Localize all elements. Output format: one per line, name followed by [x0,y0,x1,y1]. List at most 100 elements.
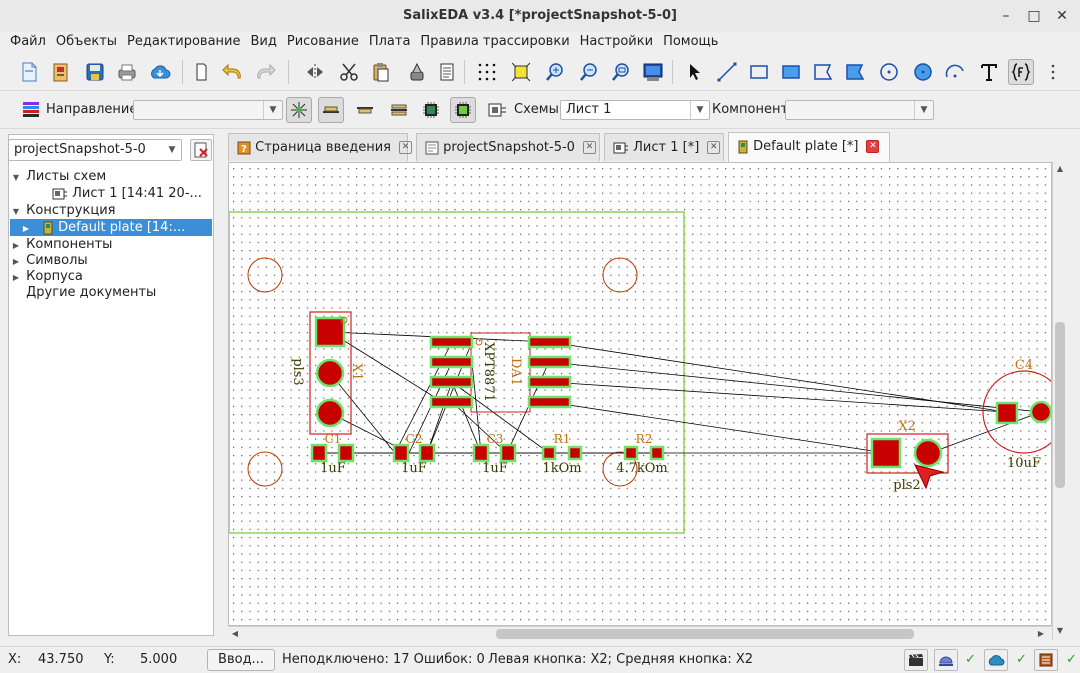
tree-item-construction[interactable]: ▼ Конструкция [10,202,116,219]
collapsed-arrow-icon[interactable]: ▶ [12,257,20,266]
menu-draw[interactable]: Рисование [286,34,359,49]
pad[interactable] [418,443,436,463]
tab-sheet-1[interactable]: Лист 1 [*]✕ [604,133,724,161]
project-select[interactable]: projectSnapshot-5-0▼ [8,139,182,161]
horizontal-scrollbar[interactable]: ◀ ▶ [228,626,1052,641]
direction-select[interactable]: ▼ [133,100,283,120]
tab-default-plate[interactable]: Default plate [*]✕ [728,132,890,163]
component-c3[interactable]: C3 1uF [472,432,517,476]
pad[interactable] [995,401,1019,425]
save-icon[interactable] [82,59,108,85]
pad[interactable] [472,443,490,463]
component-da1[interactable]: XPT8871 DA1 [429,332,572,413]
close-project-button[interactable] [190,139,212,161]
pad[interactable] [429,335,474,349]
tab-intro-page[interactable]: ? Страница введения✕ [228,133,412,161]
scroll-up-icon[interactable]: ▲ [1056,164,1064,173]
component-r2[interactable]: R2 4.7kOm [616,432,668,476]
filled-circle-icon[interactable] [910,59,936,85]
undo-icon[interactable] [220,59,246,85]
scroll-left-icon[interactable]: ◀ [231,629,239,638]
horizontal-scroll-thumb[interactable] [496,629,914,639]
circle-icon[interactable] [876,59,902,85]
cut-icon[interactable] [336,59,362,85]
pcb-canvas[interactable]: X1 pls3 XPT8871 DA1 C1 1 [228,162,1052,626]
properties-icon[interactable] [434,59,460,85]
screen-icon[interactable] [640,59,666,85]
minimize-button[interactable]: – [1002,8,1010,24]
bottom-layer-icon[interactable] [352,97,378,123]
pad[interactable] [913,438,943,468]
pad[interactable] [337,443,355,463]
scheme-link-icon[interactable] [484,97,510,123]
tree-item-sheets[interactable]: ▼ Листы схем [10,168,106,185]
collapsed-arrow-icon[interactable]: ▶ [22,224,30,233]
pad[interactable] [527,395,572,409]
blank-page-icon[interactable] [188,59,214,85]
top-layer-icon[interactable] [318,97,344,123]
close-window-button[interactable]: ✕ [1056,8,1068,24]
pad[interactable] [314,316,346,348]
brush-icon[interactable] [404,59,430,85]
component-x2[interactable]: X2 pls2 [866,419,949,493]
both-layers-icon[interactable] [386,97,412,123]
expand-arrow-icon[interactable]: ▼ [12,173,20,182]
filled-polygon-icon[interactable] [842,59,868,85]
pad[interactable] [310,443,328,463]
paste-icon[interactable] [368,59,394,85]
open-project-icon[interactable] [48,59,74,85]
menu-file[interactable]: Файл [10,34,46,49]
menu-help[interactable]: Помощь [663,34,719,49]
pad[interactable] [429,395,474,409]
vertical-scroll-thumb[interactable] [1055,322,1065,488]
polygon-icon[interactable] [810,59,836,85]
rectangle-icon[interactable] [746,59,772,85]
expand-arrow-icon[interactable]: ▼ [12,207,20,216]
print-icon[interactable] [114,59,140,85]
menu-settings[interactable]: Настройки [579,34,654,49]
mounting-hole[interactable] [602,451,638,487]
pins-icon[interactable] [286,97,312,123]
scroll-right-icon[interactable]: ▶ [1037,629,1045,638]
menu-view[interactable]: Вид [250,34,277,49]
pad[interactable] [1029,400,1051,424]
text-icon[interactable] [976,59,1002,85]
mirror-icon[interactable] [302,59,328,85]
scroll-down-icon[interactable]: ▼ [1056,626,1064,635]
maximize-button[interactable]: □ [1027,8,1041,24]
menu-edit[interactable]: Редактирование [127,34,241,49]
line-icon[interactable] [714,59,740,85]
pad[interactable] [870,437,902,469]
tree-item-packages[interactable]: ▶ Корпуса [10,268,83,285]
library-icon[interactable] [1034,649,1058,671]
schemes-select[interactable]: Лист 1▼ [560,100,710,120]
close-tab-icon[interactable]: ✕ [582,141,596,154]
component-c4[interactable]: C4 10uF [982,358,1051,471]
network-icon[interactable] [934,649,958,671]
pad[interactable] [429,375,474,389]
pad[interactable] [527,355,572,369]
tree-item-sheet-1[interactable]: Лист 1 [14:41 20-... [52,185,202,202]
zoom-fit-icon[interactable] [508,59,534,85]
pcb-drawing[interactable]: X1 pls3 XPT8871 DA1 C1 1 [229,163,1051,625]
pad[interactable] [527,335,572,349]
clapper-icon[interactable] [904,649,928,671]
component-select[interactable]: ▼ [785,100,934,120]
filled-rect-icon[interactable] [778,59,804,85]
mounting-hole[interactable] [247,451,283,487]
collapsed-arrow-icon[interactable]: ▶ [12,241,20,250]
component-x1[interactable]: X1 pls3 [290,311,364,435]
close-tab-icon[interactable]: ✕ [707,141,721,154]
close-tab-icon[interactable]: ✕ [866,140,880,153]
chip-icon[interactable] [418,97,444,123]
pad[interactable] [527,375,572,389]
zoom-in-icon[interactable] [542,59,568,85]
grid-icon[interactable] [474,59,500,85]
input-button[interactable]: Ввод... [207,649,275,671]
collapsed-arrow-icon[interactable]: ▶ [12,273,20,282]
chip-active-icon[interactable] [450,97,476,123]
mounting-hole[interactable] [247,257,283,293]
tree-item-symbols[interactable]: ▶ Символы [10,252,88,269]
mounting-hole[interactable] [602,257,638,293]
arc-icon[interactable] [942,59,968,85]
